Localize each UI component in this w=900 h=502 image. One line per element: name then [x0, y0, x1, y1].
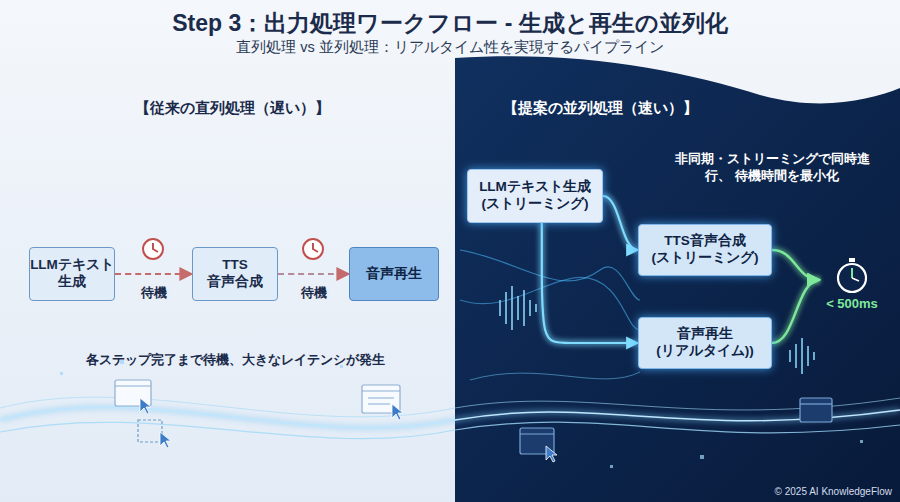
process-box: TTS 音声合成 [192, 247, 278, 301]
edge-label: 待機 [298, 285, 330, 302]
note: 各ステップ完了まで待機、大きなレイテンシが発生 [86, 351, 385, 369]
copyright: © 2025 AI KnowledgeFlow [775, 486, 892, 497]
box-text: LLMテキスト生成 (ストリーミング) [474, 179, 596, 213]
cursor-icon [140, 398, 557, 462]
panel-heading: 【従来の直列処理（遅い）】 [135, 99, 330, 118]
connector-arrow [603, 196, 638, 250]
connector-glow [772, 250, 820, 280]
stopwatch: < 500ms [820, 253, 884, 315]
connector-arrow [278, 273, 349, 275]
subtitle: 直列処理 vs 並列処理：リアルタイム性を実現するパイプライン [236, 38, 664, 57]
process-box: LLMテキスト生成 (ストリーミング) [467, 169, 603, 223]
box-text: 音声再生 [366, 266, 422, 283]
edge-label: 待機 [138, 285, 170, 302]
process-box: LLMテキスト 生成 [29, 247, 115, 301]
light-streams [0, 250, 900, 439]
sparkle [60, 360, 863, 468]
box-text: 音声再生 (リアルタイム)) [645, 326, 765, 360]
process-box: TTS音声合成 (ストリーミング) [638, 224, 772, 276]
title: Step 3：出力処理ワークフロー - 生成と再生の並列化 [172, 8, 727, 39]
connector-arrow [115, 273, 192, 275]
connector-arrow [542, 223, 638, 343]
window-icon [115, 380, 832, 454]
connector-arrow [772, 280, 820, 343]
process-box: 音声再生 (リアルタイム)) [638, 317, 772, 369]
connector-glow [603, 196, 638, 250]
box-text: LLMテキスト 生成 [30, 257, 114, 291]
box-text: TTS 音声合成 [199, 257, 271, 291]
connector-arrow [772, 250, 820, 280]
process-box: 音声再生 [349, 247, 439, 301]
box-text: TTS音声合成 (ストリーミング) [645, 233, 765, 267]
dark-panel [455, 56, 900, 502]
stopwatch-icon [832, 256, 872, 296]
panel-heading: 【提案の並列処理（速い）】 [503, 99, 698, 118]
connector-glow [542, 223, 638, 343]
latency-label: < 500ms [826, 296, 878, 312]
connector-glow [772, 280, 820, 343]
note: 非同期・ストリーミングで同時進行、 待機時間を最小化 [665, 151, 880, 185]
